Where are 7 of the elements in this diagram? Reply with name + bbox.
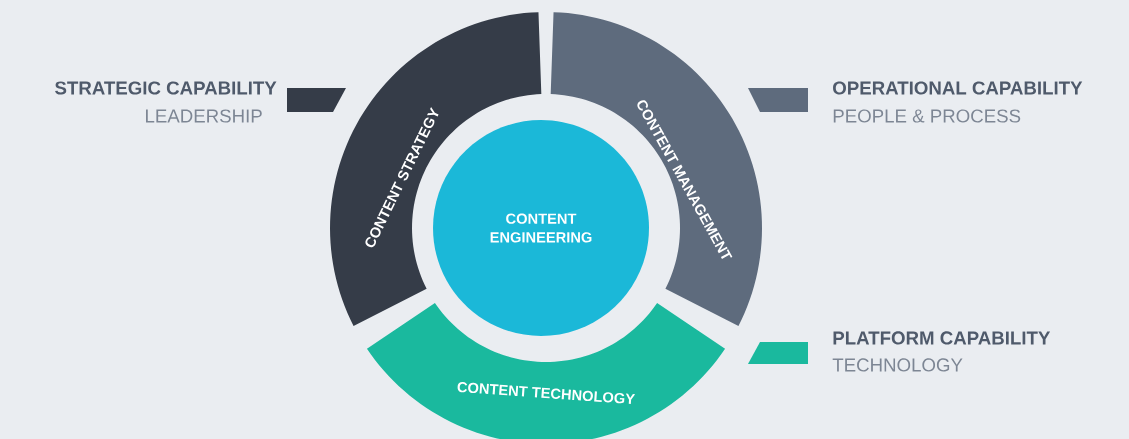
capability-subtitle: TECHNOLOGY bbox=[832, 358, 963, 372]
capability-heading: OPERATIONAL CAPABILITY bbox=[833, 81, 1083, 95]
capability-subtitle: PEOPLE & PROCESS bbox=[833, 109, 1021, 123]
ring-segment: CONTENT TECHNOLOGY bbox=[366, 302, 726, 439]
capability-subtitle: LEADERSHIP bbox=[146, 109, 262, 123]
capability-heading: PLATFORM CAPABILITY bbox=[833, 331, 1051, 345]
capability-heading: STRATEGIC CAPABILITY bbox=[55, 81, 277, 95]
